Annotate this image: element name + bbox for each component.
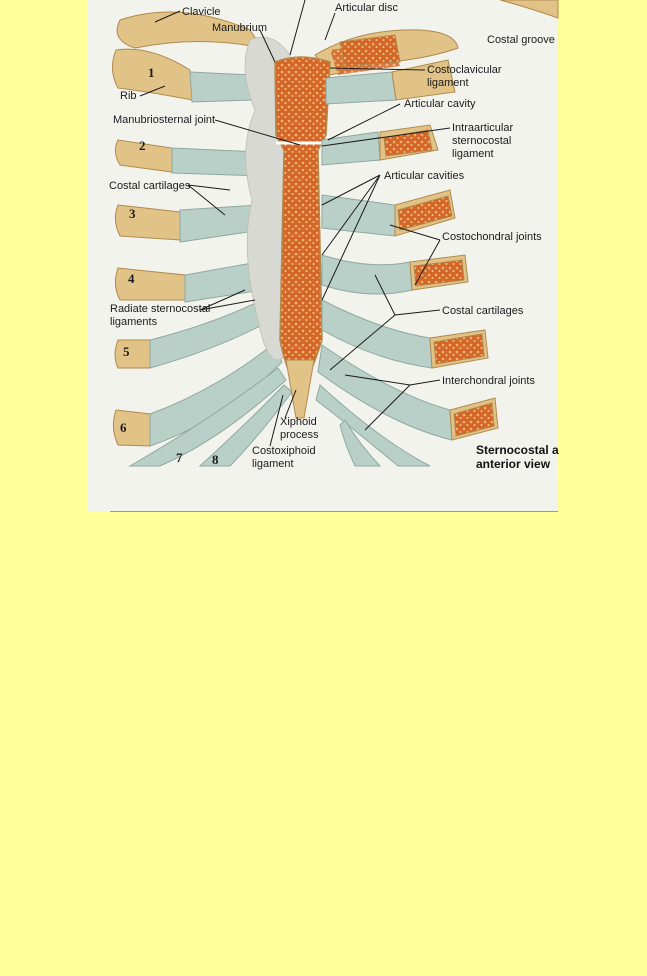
rib-number-8: 8 <box>212 452 219 467</box>
ribs-right <box>339 34 499 441</box>
costal-cartilages-left <box>128 71 293 467</box>
label-costochondral-joints: Costochondral joints <box>442 231 542 243</box>
label-xiphoid-process: Xiphoid <box>280 416 317 428</box>
rib-number-1: 1 <box>148 65 155 80</box>
label-costoxiphoid-ligament-2: ligament <box>252 458 294 470</box>
rib-number-6: 6 <box>120 420 127 435</box>
ribs-left <box>112 48 193 447</box>
label-costoclavicular-2: ligament <box>427 77 469 89</box>
caption-line-1: Sternocostal a <box>476 443 559 457</box>
label-costoxiphoid-ligament: Costoxiphoid <box>252 445 316 457</box>
label-manubrium: Manubrium <box>212 22 267 34</box>
label-costal-groove: Costal groove <box>487 34 555 46</box>
label-manubriosternal-joint: Manubriosternal joint <box>113 114 215 126</box>
label-costal-cartilages-left: Costal cartilages <box>109 180 191 192</box>
label-radiate-ligaments-2: ligaments <box>110 316 158 328</box>
top-right-bone <box>499 0 559 19</box>
xiphoid-process <box>285 359 315 419</box>
label-intraarticular: Intraarticular <box>452 122 513 134</box>
label-intraarticular-2: sternocostal <box>452 135 511 147</box>
caption-line-2: anterior view <box>476 457 551 471</box>
label-articular-cavities: Articular cavities <box>384 170 465 182</box>
label-articular-cavity: Articular cavity <box>404 98 476 110</box>
label-intraarticular-3: ligament <box>452 148 494 160</box>
label-radiate-ligaments: Radiate sternocostal <box>110 303 210 315</box>
label-costoclavicular: Costoclavicular <box>427 64 502 76</box>
label-costal-cartilages-right: Costal cartilages <box>442 305 524 317</box>
rib-number-3: 3 <box>129 206 136 221</box>
label-articular-disc: Articular disc <box>335 2 398 14</box>
rib-number-4: 4 <box>128 271 135 286</box>
label-interchondral-joints: Interchondral joints <box>442 375 535 387</box>
label-rib: Rib <box>120 90 137 102</box>
label-clavicle: Clavicle <box>182 6 221 18</box>
rib-number-5: 5 <box>123 344 130 359</box>
rib-number-2: 2 <box>139 138 146 153</box>
figure-divider <box>110 511 558 512</box>
leader-lines <box>139 0 451 447</box>
label-xiphoid-process-2: process <box>280 429 319 441</box>
rib-number-7: 7 <box>176 450 183 465</box>
